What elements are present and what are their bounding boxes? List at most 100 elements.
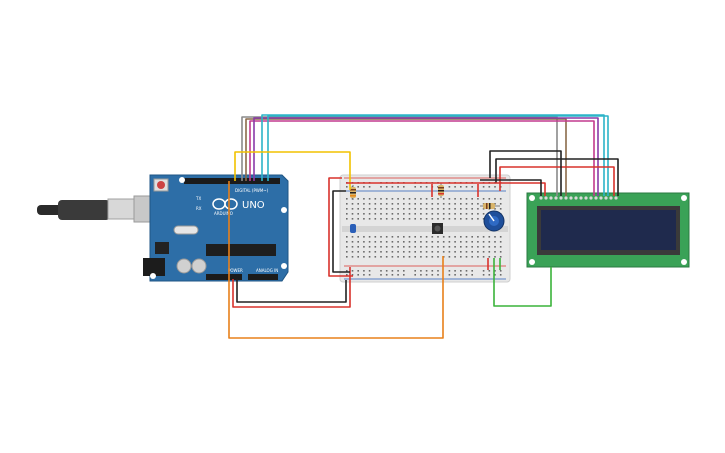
breadboard-hole[interactable] — [357, 198, 359, 200]
breadboard-hole[interactable] — [357, 241, 359, 243]
breadboard-hole[interactable] — [363, 213, 365, 215]
breadboard-hole[interactable] — [368, 256, 371, 258]
breadboard-hole[interactable] — [437, 203, 439, 205]
breadboard-hole[interactable] — [380, 186, 382, 188]
breadboard-hole[interactable] — [494, 270, 496, 272]
lcd-pin[interactable] — [574, 196, 578, 200]
breadboard-hole[interactable] — [494, 274, 496, 276]
breadboard-hole[interactable] — [437, 236, 439, 238]
breadboard-hole[interactable] — [448, 246, 451, 248]
breadboard-hole[interactable] — [380, 208, 382, 210]
breadboard-hole[interactable] — [425, 251, 428, 253]
breadboard-hole[interactable] — [363, 236, 365, 238]
breadboard-hole[interactable] — [414, 251, 416, 253]
breadboard-hole[interactable] — [471, 246, 473, 248]
lcd-pin[interactable] — [564, 196, 568, 200]
breadboard-hole[interactable] — [442, 241, 445, 243]
breadboard-hole[interactable] — [454, 246, 456, 248]
lcd-pin[interactable] — [554, 196, 558, 200]
wire-orange[interactable] — [228, 181, 444, 339]
breadboard-hole[interactable] — [380, 241, 382, 243]
breadboard-hole[interactable] — [408, 213, 411, 215]
breadboard-hole[interactable] — [460, 274, 462, 276]
breadboard-hole[interactable] — [397, 270, 399, 272]
breadboard-hole[interactable] — [380, 251, 382, 253]
breadboard-hole[interactable] — [351, 218, 354, 220]
wire-red-power[interactable] — [232, 267, 351, 308]
breadboard-hole[interactable] — [368, 251, 371, 253]
breadboard-hole[interactable] — [351, 213, 354, 215]
breadboard-hole[interactable] — [420, 251, 422, 253]
breadboard-hole[interactable] — [448, 256, 451, 258]
breadboard-hole[interactable] — [482, 251, 485, 253]
breadboard-hole[interactable] — [442, 218, 445, 220]
breadboard-hole[interactable] — [437, 274, 439, 276]
breadboard-hole[interactable] — [460, 256, 462, 258]
breadboard-hole[interactable] — [403, 251, 405, 253]
breadboard-hole[interactable] — [460, 236, 462, 238]
breadboard-hole[interactable] — [448, 270, 451, 272]
breadboard-hole[interactable] — [431, 270, 434, 272]
breadboard-hole[interactable] — [391, 208, 394, 210]
breadboard-hole[interactable] — [465, 236, 468, 238]
breadboard-hole[interactable] — [454, 274, 456, 276]
wire-black-bb[interactable] — [480, 179, 542, 196]
breadboard-hole[interactable] — [425, 186, 428, 188]
breadboard-hole[interactable] — [414, 213, 416, 215]
breadboard-hole[interactable] — [477, 241, 479, 243]
breadboard-hole[interactable] — [454, 218, 456, 220]
breadboard-hole[interactable] — [454, 241, 456, 243]
breadboard-hole[interactable] — [454, 236, 456, 238]
breadboard-hole[interactable] — [357, 186, 359, 188]
breadboard-hole[interactable] — [414, 236, 416, 238]
breadboard-hole[interactable] — [460, 213, 462, 215]
breadboard-hole[interactable] — [403, 186, 405, 188]
breadboard-hole[interactable] — [351, 256, 354, 258]
breadboard-hole[interactable] — [471, 208, 473, 210]
breadboard-hole[interactable] — [431, 208, 434, 210]
breadboard-hole[interactable] — [391, 256, 394, 258]
breadboard-hole[interactable] — [385, 274, 388, 276]
breadboard-hole[interactable] — [374, 218, 377, 220]
wire-cyan-2[interactable] — [267, 115, 609, 196]
breadboard-hole[interactable] — [499, 198, 502, 200]
breadboard-hole[interactable] — [454, 208, 456, 210]
breadboard-hole[interactable] — [425, 241, 428, 243]
breadboard-hole[interactable] — [499, 256, 502, 258]
wire-purple[interactable] — [253, 117, 599, 196]
breadboard-hole[interactable] — [477, 236, 479, 238]
breadboard-hole[interactable] — [465, 241, 468, 243]
breadboard-hole[interactable] — [442, 246, 445, 248]
breadboard-hole[interactable] — [499, 241, 502, 243]
breadboard-hole[interactable] — [460, 246, 462, 248]
breadboard-hole[interactable] — [357, 274, 359, 276]
breadboard-hole[interactable] — [414, 218, 416, 220]
breadboard-hole[interactable] — [431, 236, 434, 238]
breadboard-hole[interactable] — [437, 213, 439, 215]
breadboard-hole[interactable] — [494, 241, 496, 243]
breadboard-hole[interactable] — [454, 270, 456, 272]
breadboard-hole[interactable] — [420, 213, 422, 215]
breadboard-hole[interactable] — [408, 236, 411, 238]
breadboard-hole[interactable] — [414, 203, 416, 205]
analog-header[interactable] — [248, 274, 278, 280]
breadboard-hole[interactable] — [482, 218, 485, 220]
breadboard-hole[interactable] — [460, 241, 462, 243]
breadboard-hole[interactable] — [442, 208, 445, 210]
breadboard-hole[interactable] — [391, 186, 394, 188]
breadboard-hole[interactable] — [357, 213, 359, 215]
breadboard-hole[interactable] — [346, 203, 348, 205]
breadboard-hole[interactable] — [363, 270, 365, 272]
breadboard-hole[interactable] — [460, 203, 462, 205]
lcd-pin[interactable] — [544, 196, 548, 200]
breadboard-hole[interactable] — [385, 213, 388, 215]
breadboard-hole[interactable] — [471, 251, 473, 253]
breadboard-hole[interactable] — [414, 208, 416, 210]
breadboard-hole[interactable] — [488, 241, 491, 243]
lcd-pin[interactable] — [584, 196, 588, 200]
breadboard-hole[interactable] — [425, 213, 428, 215]
breadboard-hole[interactable] — [414, 274, 416, 276]
breadboard-hole[interactable] — [437, 218, 439, 220]
breadboard-hole[interactable] — [465, 208, 468, 210]
breadboard-hole[interactable] — [425, 218, 428, 220]
